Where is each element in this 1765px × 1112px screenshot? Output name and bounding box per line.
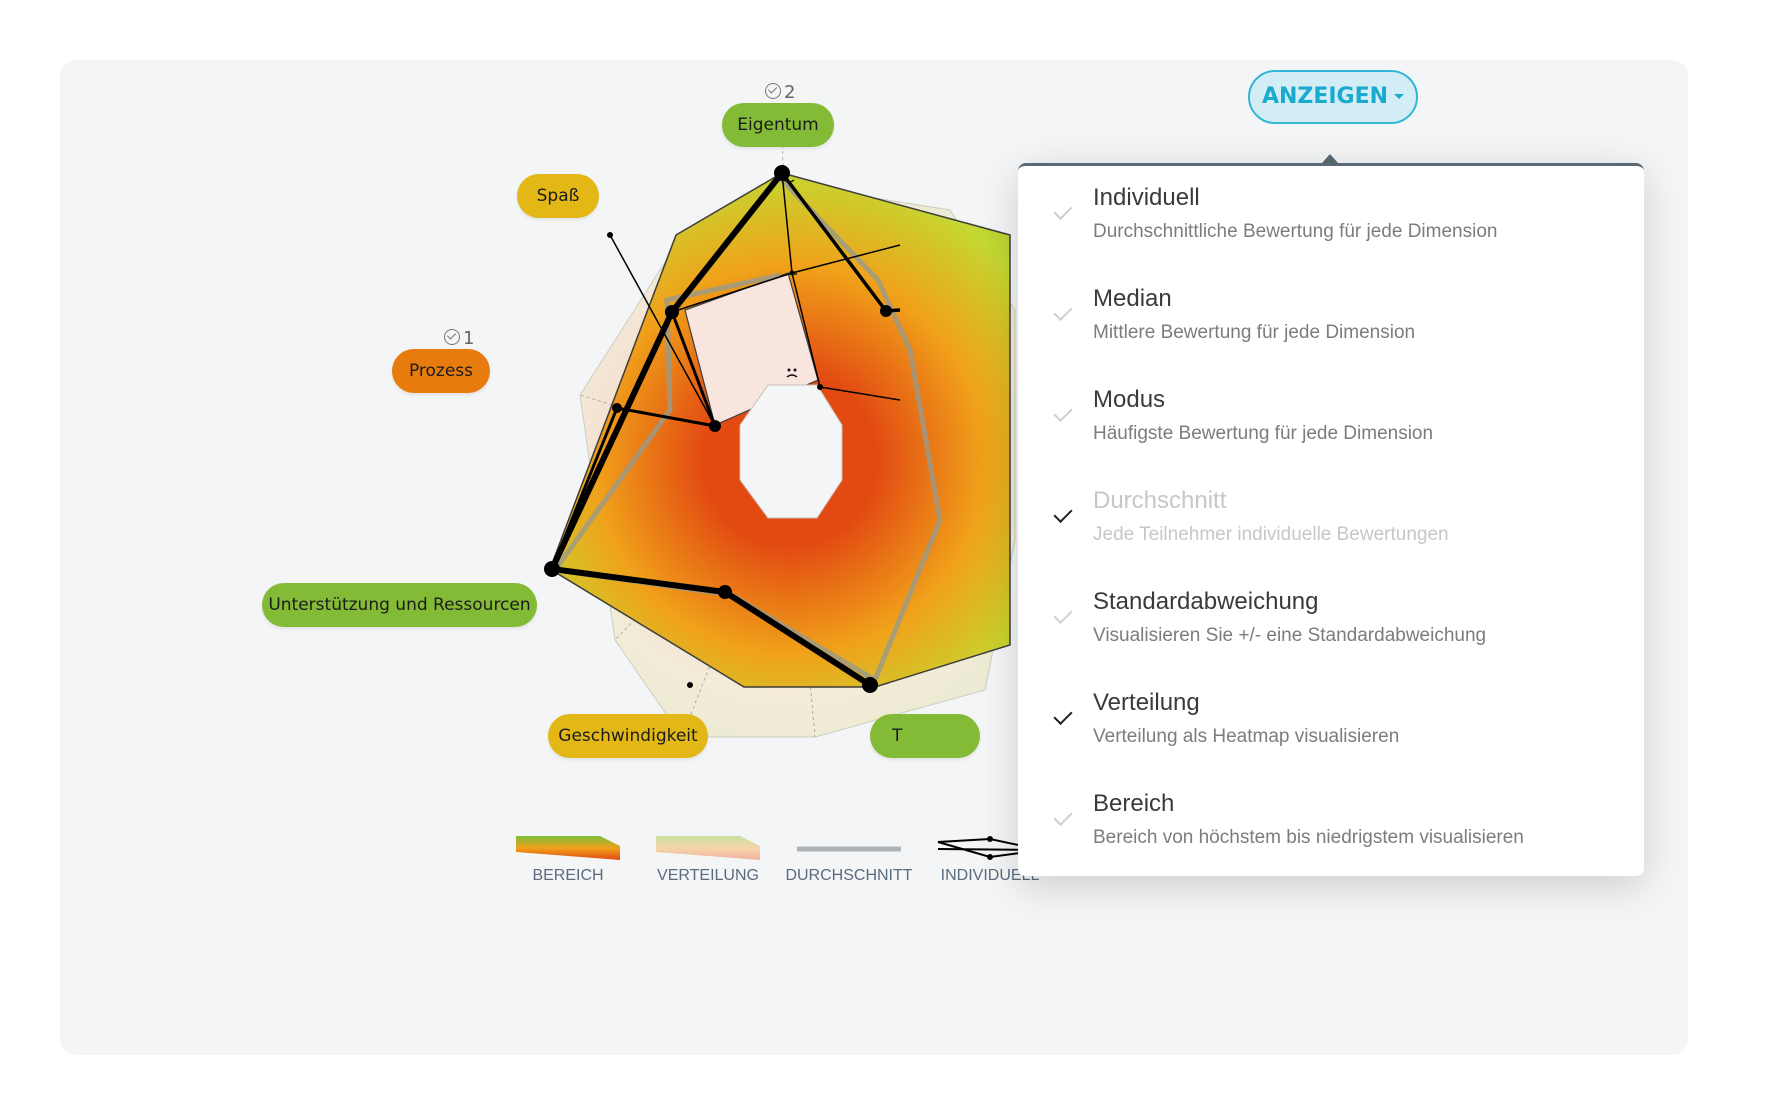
menu-item-verteilung[interactable]: Verteilung Verteilung als Heatmap visual… <box>1018 671 1644 767</box>
legend-label-verteilung: VERTEILUNG <box>657 867 759 884</box>
individual-line-3 <box>550 311 718 570</box>
legend-swatch-bereich <box>516 836 620 860</box>
sad-face-icon <box>786 368 798 378</box>
caret-down-icon <box>1394 94 1405 99</box>
dimension-label-unterstuetzung[interactable]: Unterstützung und Ressourcen <box>262 583 537 627</box>
show-dropdown-button[interactable]: ANZEIGEN <box>1248 70 1418 124</box>
legend-label-bereich: BEREICH <box>532 867 604 884</box>
check-icon <box>1053 402 1073 423</box>
check-icon <box>1053 705 1073 726</box>
individual-line-4 <box>781 172 901 401</box>
legend-label-individuell: INDIVIDUELL <box>940 867 1040 884</box>
menu-item-bereich[interactable]: Bereich Bereich von höchstem bis niedrig… <box>1018 772 1644 868</box>
dimension-label-t[interactable]: T <box>870 714 980 758</box>
check-icon <box>1053 806 1073 827</box>
vote-count-prozess: 1 <box>444 328 474 349</box>
dimension-label-eigentum[interactable]: Eigentum <box>722 103 834 147</box>
menu-item-modus[interactable]: Modus Häufigste Bewertung für jede Dimen… <box>1018 368 1644 464</box>
legend-label-durchschnitt: DURCHSCHNITT <box>785 867 913 884</box>
menu-item-individuell[interactable]: Individuell Durchschnittliche Bewertung … <box>1018 166 1644 262</box>
average-line <box>550 178 943 684</box>
check-circle-icon <box>444 329 460 345</box>
check-icon <box>1053 301 1073 322</box>
menu-pointer <box>1322 154 1338 163</box>
radar-chart <box>516 119 1043 860</box>
menu-item-median[interactable]: Median Mittlere Bewertung für jede Dimen… <box>1018 267 1644 363</box>
dimension-label-geschwindigkeit[interactable]: Geschwindigkeit <box>548 714 708 758</box>
dimension-label-prozess[interactable]: Prozess <box>392 349 490 393</box>
center-hole <box>739 384 843 519</box>
check-icon <box>1053 503 1073 524</box>
display-options-menu: Individuell Durchschnittliche Bewertung … <box>1018 163 1644 876</box>
check-icon <box>1053 604 1073 625</box>
individual-points <box>544 165 892 693</box>
smile-icon <box>783 179 795 183</box>
check-circle-icon <box>765 83 781 99</box>
check-icon <box>1053 200 1073 221</box>
menu-item-standardabweichung[interactable]: Standardabweichung Visualisieren Sie +/-… <box>1018 570 1644 666</box>
menu-item-durchschnitt[interactable]: Durchschnitt Jede Teilnehmer individuell… <box>1018 469 1644 565</box>
individual-line-6 <box>609 234 716 427</box>
vote-count-eigentum: 2 <box>765 82 795 103</box>
dimension-label-spass[interactable]: Spaß <box>517 174 599 218</box>
legend-swatch-verteilung <box>656 836 760 860</box>
